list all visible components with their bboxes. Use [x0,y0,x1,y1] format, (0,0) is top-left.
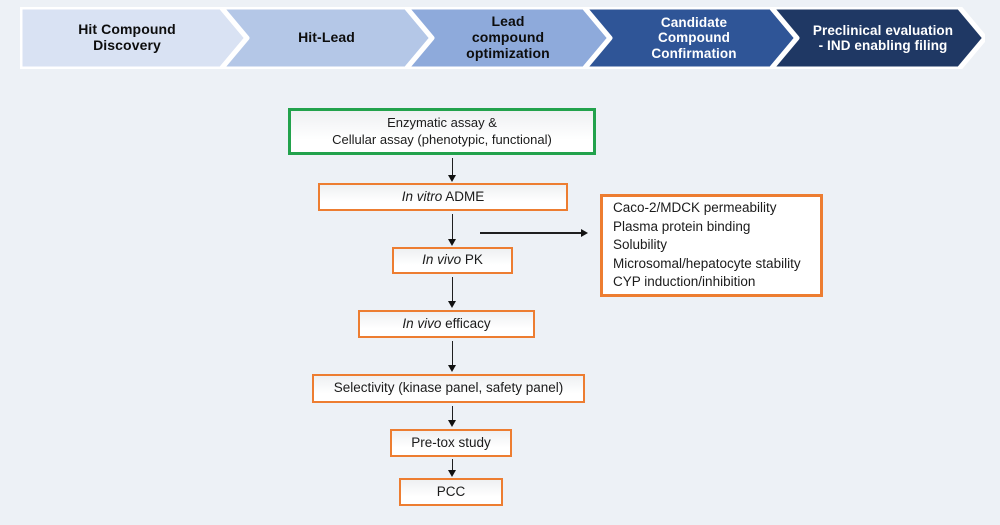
adme-detail-item: CYP induction/inhibition [613,274,756,290]
process-bar-shapes [20,7,985,69]
stage-label-2: Hit-Lead [298,29,355,46]
stage-shape-3 [403,7,613,69]
assay-box: Enzymatic assay & Cellular assay (phenot… [288,108,596,155]
adme-box: In vitro ADME [318,183,568,211]
adme-detail-item: Plasma protein binding [613,218,751,234]
right-arrow-to-detail [480,228,588,238]
efficacy-box: In vivo efficacy [358,310,535,338]
efficacy-box-italic-text: In vivo [402,315,442,331]
adme-detail-item: Caco-2/MDCK permeability [613,200,777,216]
stage-shape-5 [768,7,985,69]
stage-label-3: Lead compound optimization [466,13,550,61]
pk-box-italic-text: In vivo [422,252,462,268]
pk-box: In vivo PK [392,247,513,274]
assay-box-text: Enzymatic assay & Cellular assay (phenot… [332,115,552,148]
stage-label-4: Candidate Compound Confirmation [651,15,737,61]
assay-box-line1: Enzymatic assay & [387,115,497,131]
assay-box-line2: Cellular assay (phenotypic, functional) [332,131,552,147]
stage-shape-4 [581,7,800,69]
down-arrow-4 [448,341,457,372]
stage-label-5: Preclinical evaluation - IND enabling fi… [812,22,954,53]
stage-label-1: Hit Compound Discovery [78,21,176,53]
adme-detail-item: Solubility [613,237,668,253]
pretox-box-text: Pre-tox study [411,434,491,450]
down-arrow-6 [448,459,457,477]
pk-box-rest-text: PK [461,252,483,268]
adme-box-rest-text: ADME [442,188,485,204]
process-bar: Hit Compound Discovery Hit-Lead Lead com… [20,7,985,69]
adme-box-italic-text: In vitro [401,188,443,204]
pcc-box: PCC [399,478,503,506]
pretox-box: Pre-tox study [390,429,512,457]
stage-shape-2 [218,7,435,69]
selectivity-box: Selectivity (kinase panel, safety panel) [312,374,585,403]
adme-detail-box: Caco-2/MDCK permeability Plasma protein … [600,194,823,297]
efficacy-box-rest-text: efficacy [441,315,491,331]
selectivity-box-text: Selectivity (kinase panel, safety panel) [333,380,564,396]
down-arrow-5 [448,406,457,427]
down-arrow-2 [448,214,457,246]
down-arrow-1 [448,158,457,182]
down-arrow-3 [448,277,457,308]
adme-detail-item: Microsomal/hepatocyte stability [613,255,801,271]
pcc-box-text: PCC [436,483,466,499]
